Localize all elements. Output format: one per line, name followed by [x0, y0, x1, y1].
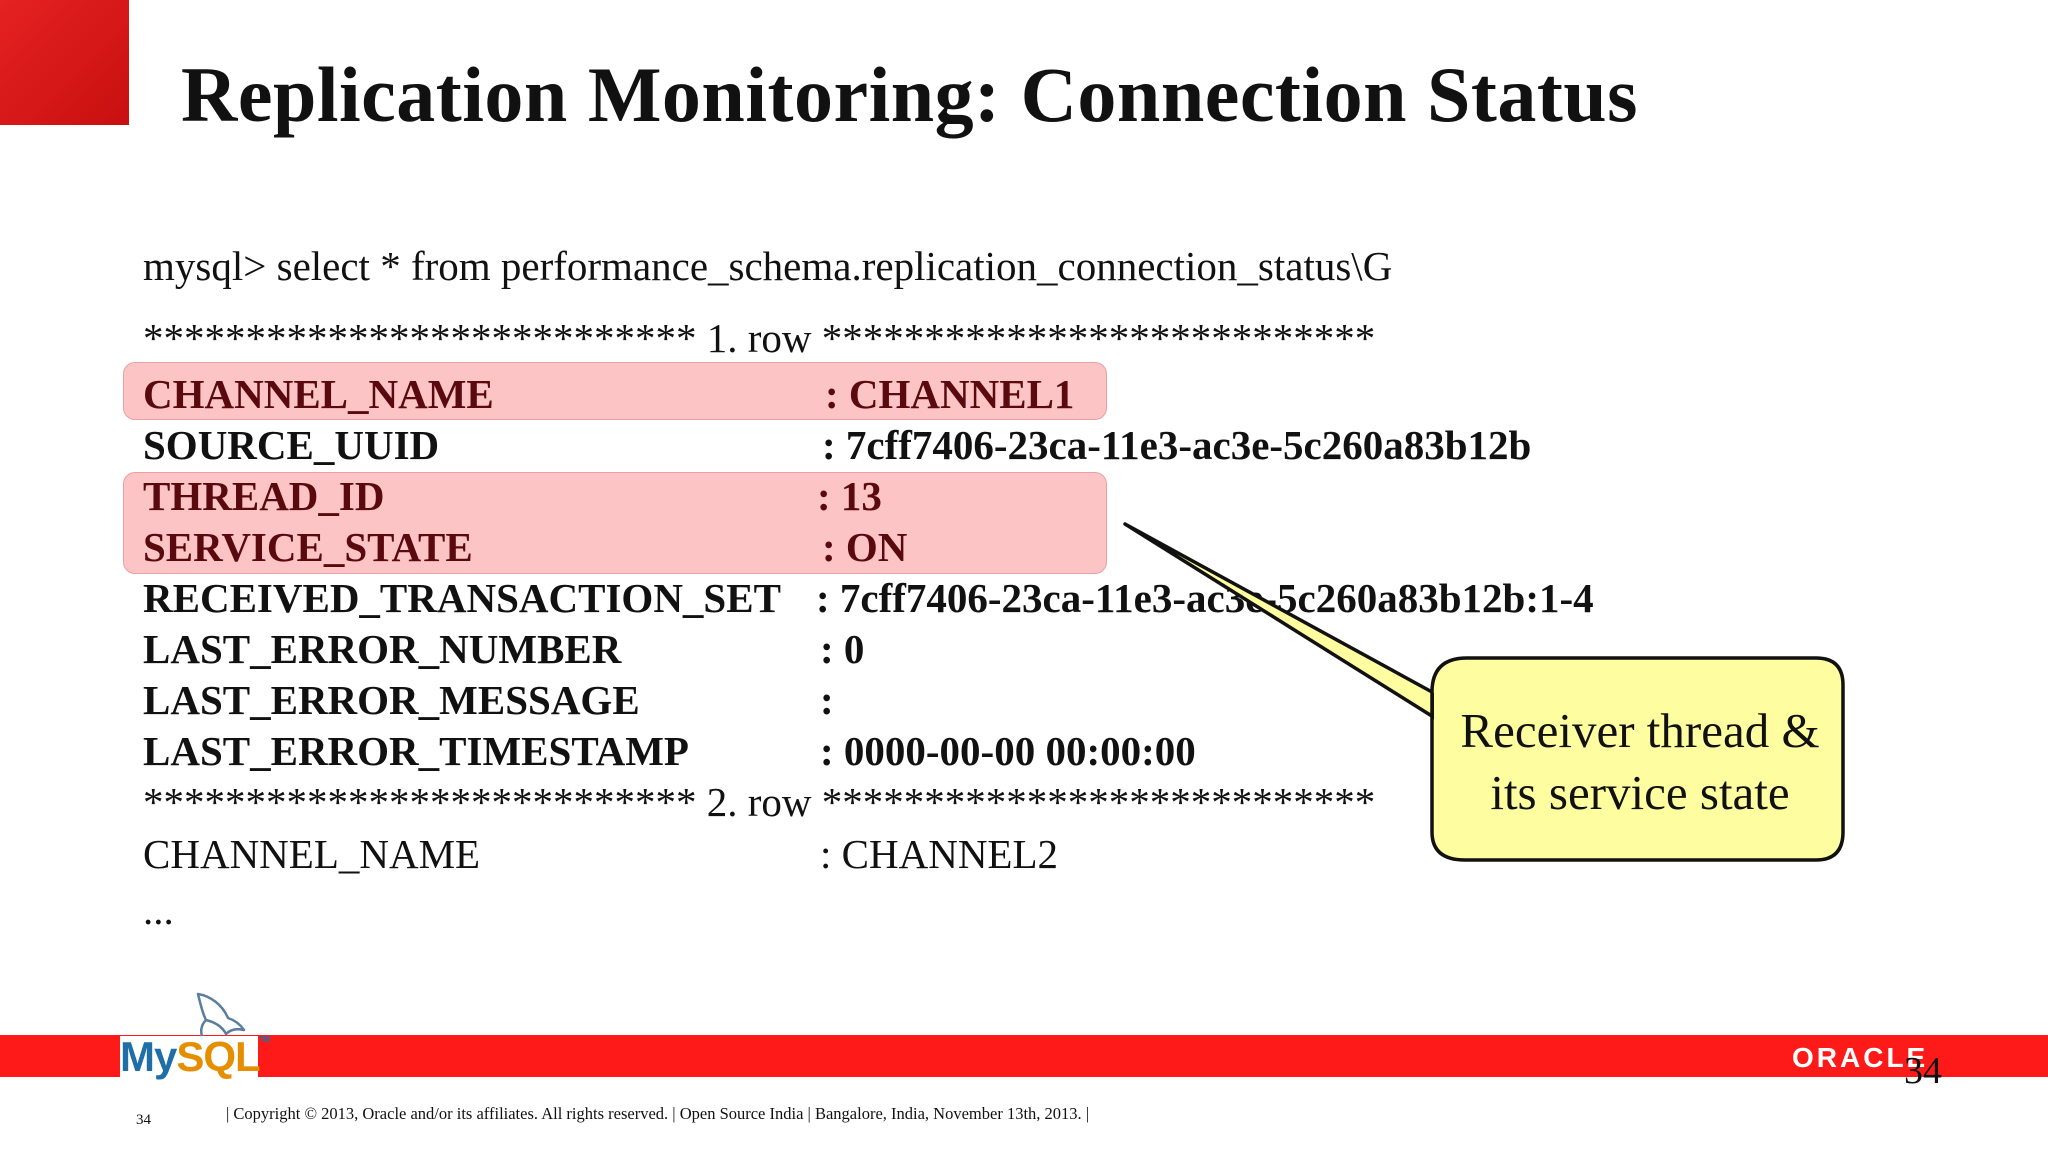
copyright-text: | Copyright © 2013, Oracle and/or its af… — [226, 1104, 1090, 1123]
row-value: : ON — [822, 524, 908, 570]
row-key: THREAD_ID — [143, 473, 385, 519]
page-number: 34 — [1904, 1050, 1942, 1092]
row-key: CHANNEL_NAME — [143, 831, 481, 877]
mysql-dolphin-icon — [120, 992, 258, 1084]
callout-shape — [1123, 522, 1845, 862]
page-number-small: 34 — [136, 1112, 151, 1128]
row-value: : 7cff7406-23ca-11e3-ac3e-5c260a83b12b — [822, 422, 1532, 468]
highlight-thread-state — [123, 472, 1107, 574]
mysql-logo-tm: TM — [259, 1035, 271, 1044]
row-key: SERVICE_STATE — [143, 524, 473, 570]
row-value: : 0000-00-00 00:00:00 — [820, 728, 1196, 774]
callout-line2: its service state — [1490, 765, 1790, 820]
row2-separator: *************************** 2. row *****… — [143, 779, 1376, 825]
row-key: CHANNEL_NAME — [143, 371, 494, 417]
row-value: : 7cff7406-23ca-11e3-ac3e-5c260a83b12b:1… — [816, 575, 1594, 621]
mysql-logo: MySQLTM — [120, 1033, 271, 1080]
callout-text: Receiver thread & its service state — [1436, 700, 1844, 824]
oracle-logo: ORACLE — [1792, 1042, 1929, 1073]
highlight-channel-name — [123, 362, 1107, 420]
mysql-logo-my: My — [120, 1033, 177, 1080]
mysql-logo-sql: SQL — [176, 1033, 260, 1080]
row-key: RECEIVED_TRANSACTION_SET — [143, 575, 781, 621]
row-key: SOURCE_UUID — [143, 422, 440, 468]
row-value: : 13 — [817, 473, 882, 519]
sql-query: mysql> select * from performance_schema.… — [143, 243, 1393, 289]
row-value: : — [820, 677, 834, 723]
footer-band — [0, 1035, 2048, 1077]
callout-line1: Receiver thread & — [1460, 703, 1820, 758]
row-value: : 0 — [820, 626, 865, 672]
row-value: : CHANNEL2 — [820, 831, 1059, 877]
corner-accent — [0, 0, 129, 125]
ellipsis: ... — [143, 887, 174, 933]
row-value: : CHANNEL1 — [825, 371, 1075, 417]
row1-separator: *************************** 1. row *****… — [143, 315, 1376, 361]
row-key: LAST_ERROR_NUMBER — [143, 626, 622, 672]
slide-title: Replication Monitoring: Connection Statu… — [181, 51, 1639, 138]
row-key: LAST_ERROR_TIMESTAMP — [143, 728, 689, 774]
row-key: LAST_ERROR_MESSAGE — [143, 677, 640, 723]
